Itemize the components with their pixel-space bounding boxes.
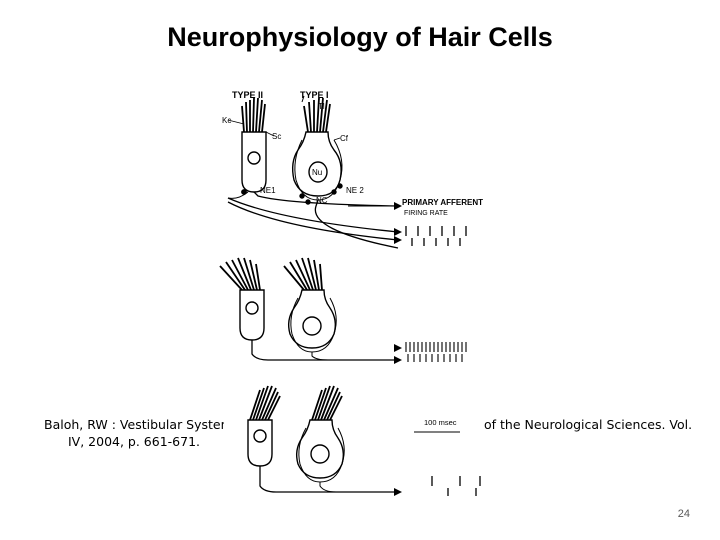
page-number: 24 [677, 508, 690, 520]
label-ne1: NE1 [260, 186, 276, 195]
hair-cell-diagram [219, 95, 481, 496]
citation-left-line2: IV, 2004, p. 661-671. [67, 434, 201, 449]
label-sc: Sc [272, 132, 282, 141]
firing-ticks-resting [405, 226, 467, 246]
label-firing-rate: FIRING RATE [404, 210, 448, 217]
label-type2: TYPE II [232, 90, 264, 100]
citation-left-line1: Baloh, RW : Vestibular Systen [44, 417, 224, 432]
label-scale: 100 msec [424, 418, 457, 427]
label-cf: Cf [340, 134, 348, 143]
label-tl: Tl [318, 102, 325, 111]
label-nu: Nu [312, 168, 323, 177]
citation-right: of the Neurological Sciences. Vol. [484, 417, 693, 432]
label-kc: Kc [222, 116, 232, 125]
panel-resting [227, 95, 467, 249]
label-ne2: NE 2 [346, 186, 364, 195]
firing-ticks-inhibited [431, 476, 481, 496]
label-nc: NC [316, 196, 328, 205]
firing-ticks-excited [405, 342, 467, 362]
label-type1: TYPE I [300, 90, 329, 100]
citation-left: Baloh, RW : Vestibular Systen IV, 2004, … [44, 416, 224, 450]
panel-excited [219, 257, 467, 364]
slide-title: Neurophysiology of Hair Cells [167, 22, 553, 52]
panel-inhibited [247, 385, 481, 496]
hair-cell-figure: TYPE II TYPE I Tl Kc Sc Cf Nu NE1 NE 2 N… [198, 80, 498, 500]
label-primary-afferent: PRIMARY AFFERENT [402, 198, 484, 207]
